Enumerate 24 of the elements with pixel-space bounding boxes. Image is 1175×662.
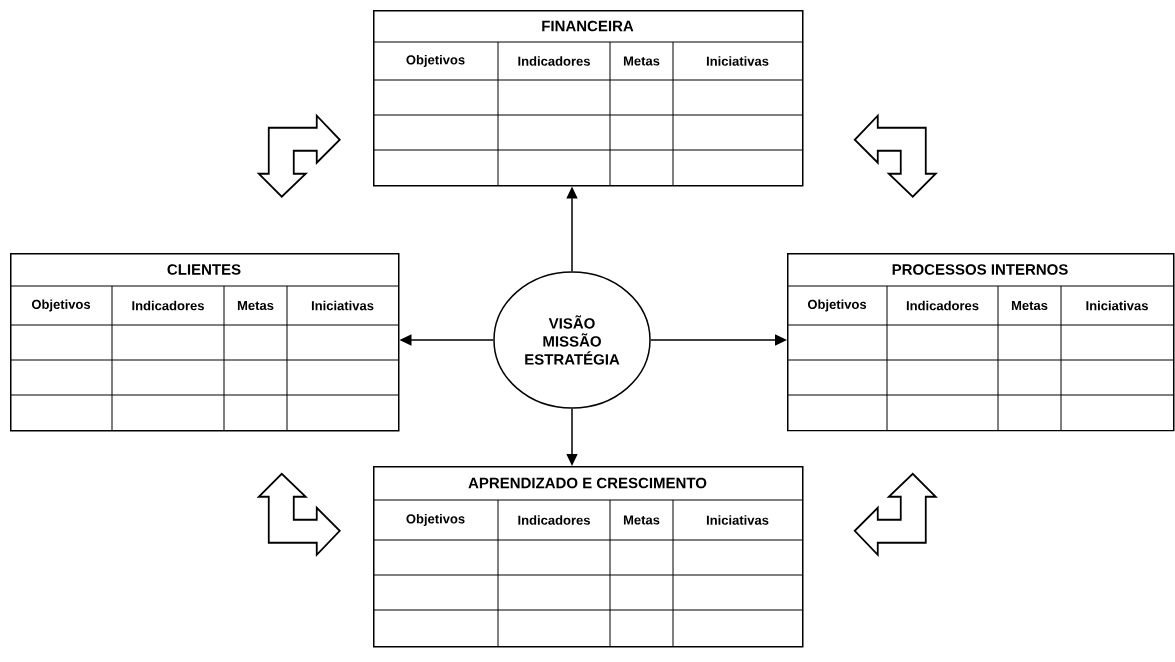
table-title: FINANCEIRA — [542, 20, 634, 32]
column-header: Iniciativas — [311, 300, 374, 311]
column-header: Objetivos — [31, 299, 91, 312]
column-header: Iniciativas — [706, 56, 769, 66]
column-header: Indicadores — [132, 300, 204, 311]
column-header: Objetivos — [406, 54, 465, 68]
table-title: APRENDIZADO E CRESCIMENTO — [468, 477, 707, 489]
column-header: Metas — [237, 300, 274, 311]
table-title: CLIENTES — [167, 264, 241, 275]
column-header: Indicadores — [518, 515, 590, 525]
table-title: PROCESSOS INTERNOS — [892, 264, 1068, 275]
column-header: Indicadores — [906, 300, 979, 311]
block-arrow — [853, 113, 938, 198]
column-header: Metas — [623, 515, 660, 525]
column-header: Objetivos — [807, 299, 867, 312]
block-arrow — [256, 472, 341, 557]
column-header: Objetivos — [406, 513, 465, 527]
column-header: Metas — [1011, 300, 1048, 311]
column-header: Indicadores — [518, 56, 590, 66]
block-arrow — [853, 472, 938, 557]
column-header: Iniciativas — [1086, 300, 1148, 311]
column-header: Metas — [623, 56, 660, 66]
block-arrow — [256, 113, 341, 198]
column-header: Iniciativas — [706, 515, 769, 525]
